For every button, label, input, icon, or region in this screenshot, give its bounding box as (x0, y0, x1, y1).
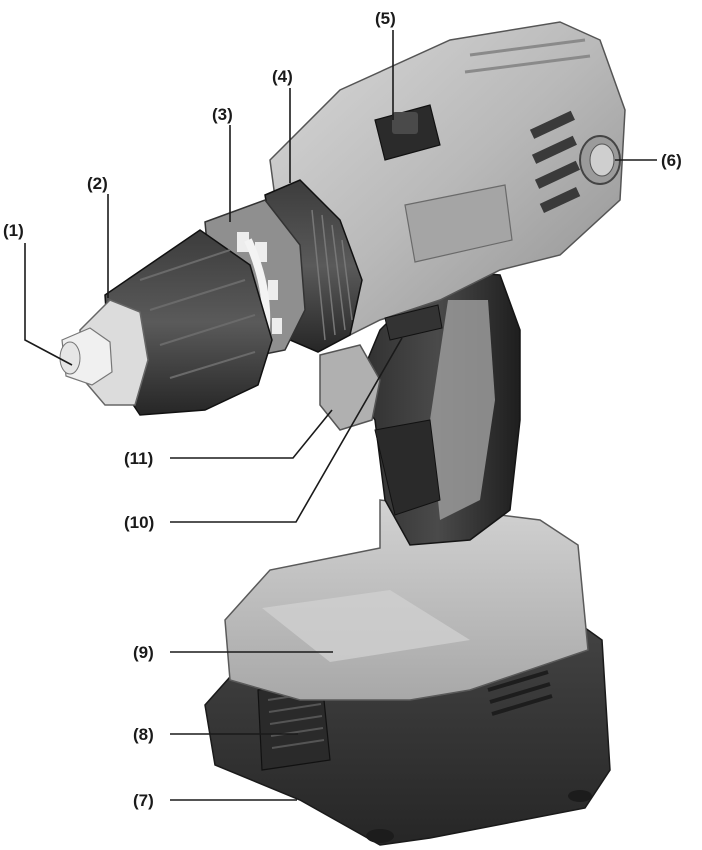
callout-label-10: (10) (124, 513, 154, 532)
callout-label-8: (8) (133, 725, 154, 744)
drill-illustration (59, 21, 626, 846)
callout-label-3: (3) (212, 105, 233, 124)
callout-label-6: (6) (661, 151, 682, 170)
callout-label-1: (1) (3, 221, 24, 240)
callout-labels: (1) (2) (3) (4) (5) (6) (7) (8) (9) (10)… (3, 9, 682, 810)
trigger (319, 344, 381, 431)
side-panel (404, 184, 513, 263)
grip-texture (374, 419, 441, 516)
callout-label-7: (7) (133, 791, 154, 810)
callout-label-2: (2) (87, 174, 108, 193)
callout-label-4: (4) (272, 67, 293, 86)
battery-foot (568, 790, 592, 802)
leader-line-10 (170, 337, 403, 523)
handle-side-light (430, 300, 495, 520)
callout-label-11: (11) (124, 449, 153, 468)
torque-collar-ribs (311, 209, 353, 341)
rear-vents (529, 110, 581, 213)
leader-line-1 (24, 243, 73, 366)
housing-ridges (464, 38, 591, 74)
battery-foot (366, 829, 394, 843)
callout-label-9: (9) (133, 643, 154, 662)
battery-top-highlight (262, 590, 470, 662)
chuck-tip (59, 341, 81, 375)
chuck-grip-ribs (139, 249, 256, 379)
battery-vents (487, 670, 553, 716)
direction-switch (384, 304, 443, 341)
led-light-lens (589, 143, 615, 177)
gear-selector-knob (392, 112, 418, 134)
leader-line-11 (170, 409, 333, 459)
leader-lines (24, 30, 657, 801)
callout-label-5: (5) (375, 9, 396, 28)
